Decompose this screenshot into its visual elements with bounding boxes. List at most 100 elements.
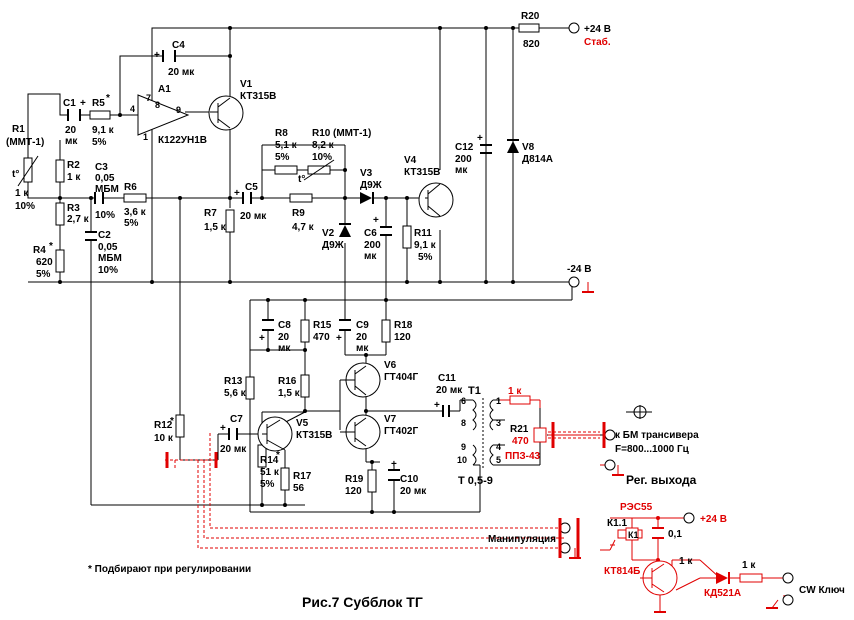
v1-type: КТ315В [240,91,276,102]
r12-mark: * [170,416,174,427]
r10-ref: R10 [312,128,331,139]
r3-ref: R3 [67,203,80,214]
k1-coil: К1 [628,530,639,540]
terminal-plus24-stab-label: Стаб. [584,36,611,48]
c3-tol: 10% [95,210,115,221]
r4-value: 620 [36,257,53,268]
c2-value: 0,05 [98,242,118,253]
r16-value: 1,5 к [278,388,301,399]
figure-caption: Рис.7 Субблок ТГ [302,594,423,610]
c2-tol: 10% [98,265,118,276]
v4-type: КТ315В [404,167,440,178]
t1-pin9: 9 [461,442,466,452]
r7-ref: R7 [204,208,217,219]
c1-ref: C1 [63,98,76,109]
v1-ref: V1 [240,79,253,90]
v7-ref: V7 [384,414,397,425]
transistor-symbols [208,95,678,596]
rout-value: 1 к [508,386,522,397]
t1-pin5: 5 [496,455,501,465]
v2-type: Д9Ж [322,240,345,251]
c1-value: 20 [65,125,77,136]
terminals [559,22,794,606]
red-resistor-bodies [509,395,763,583]
plus-c8: + [259,333,265,344]
r19-ref: R19 [345,474,364,485]
relay-k1-symbol [625,527,639,541]
v3-ref: V3 [360,168,373,179]
t1-pin1: 1 [496,396,501,406]
c7-ref: C7 [230,414,243,425]
c4-ref: C4 [172,40,185,51]
v6-ref: V6 [384,360,397,371]
v8-type: Д814А [522,154,553,165]
c5-value: 20 мк [240,211,267,222]
r4-ref: R4 [33,245,46,256]
r6-tol: 5% [124,218,139,229]
ground-symbols [165,282,779,613]
c11-value: 20 мк [436,385,463,396]
crelay-value: 0,1 [668,529,682,540]
r17-ref: R17 [293,471,312,482]
r5-value: 9,1 к [92,125,115,136]
r20-ref: R20 [521,11,540,22]
r14-tol: 5% [260,479,275,490]
c6-value: 200 [364,240,381,251]
r8-tol: 5% [275,152,290,163]
plus-c1: + [80,98,86,109]
a1-pin7: 7 [146,93,151,103]
v8-ref: V8 [522,142,535,153]
thermistor-marks [17,155,335,187]
k1-contact: К1.1 [607,518,627,529]
r21-ref: R21 [510,424,529,435]
a1-ref: A1 [158,84,171,95]
r15-value: 470 [313,332,330,343]
c3-type: МБМ [95,184,119,195]
t1-pin8: 8 [461,418,466,428]
r2-value: 1 к [67,172,81,183]
v5-type: КТ315В [296,430,332,441]
r12-ref: R12 [154,420,173,431]
r15-ref: R15 [313,320,332,331]
r1-t: t° [12,169,19,180]
transformer-t1-symbol [472,398,494,468]
c9-unit: мк [356,343,369,354]
r6-value: 3,6 к [124,207,147,218]
capacitor-wires [237,28,487,435]
terminal-bm-label: к БМ трансивера [615,430,699,441]
t1-pin6: 6 [461,396,466,406]
dkey-type: КД521А [704,588,741,599]
c6-unit: мк [364,251,377,262]
plus-c10: + [391,459,397,470]
c10-value: 20 мк [400,486,427,497]
vtsw-type: КТ814Б [604,566,640,577]
r13-value: 5,6 к [224,388,247,399]
r4-tol: 5% [36,269,51,280]
r1-tol: 10% [15,201,35,212]
r17-value: 56 [293,483,305,494]
capacitor-plates [67,50,664,539]
labels: +24 В Стаб. -24 В к БМ трансивера F=800.… [6,11,845,610]
r5-tol: 5% [92,137,107,148]
r14-value: 51 к [260,467,280,478]
terminal-reg-out-label: Рег. выхода [626,473,697,487]
c4-value: 20 мк [168,67,195,78]
r13-ref: R13 [224,376,243,387]
r20-value: 820 [523,39,540,50]
c8-ref: C8 [278,320,291,331]
terminal-plus24-label: +24 В [584,24,611,35]
plus-c4: + [154,50,160,61]
r8-ref: R8 [275,128,288,139]
r2-ref: R2 [67,160,80,171]
c10-ref: C10 [400,474,419,485]
plus-c6: + [373,215,379,226]
r10-value: 8,2 к [312,140,335,151]
r1-note: (ММТ-1) [6,137,44,148]
c3-value: 0,05 [95,173,115,184]
r8-value: 5,1 к [275,140,298,151]
a1-pin4: 4 [130,104,135,114]
c12-unit: мк [455,165,468,176]
c2-ref: C2 [98,230,111,241]
t1-pin4: 4 [496,442,501,452]
